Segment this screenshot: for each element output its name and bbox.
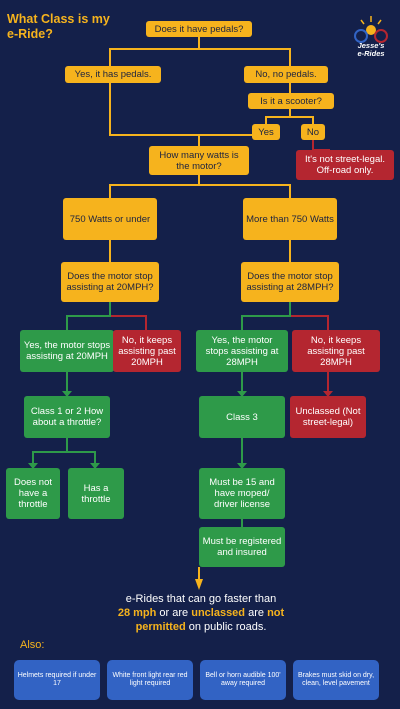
- speed-note: e-Rides that can go faster than 28 mph o…: [96, 592, 306, 634]
- connector: [265, 109, 291, 124]
- page-title: What Class is my e-Ride?: [7, 12, 110, 41]
- yes-stops-20mph: Yes, the motor stops assisting at 20MPH: [20, 330, 114, 372]
- scooter-no: No: [301, 124, 325, 140]
- watts-750-or-under: 750 Watts or under: [63, 198, 157, 240]
- note-text: on public roads.: [188, 621, 267, 633]
- note-speed: 28 mph: [117, 607, 157, 619]
- requirement-lights: White front light rear red light require…: [107, 660, 193, 700]
- connector: [109, 37, 200, 66]
- pedals-question: Does it have pedals?: [146, 21, 252, 37]
- no-throttle: Does not have a throttle: [6, 468, 60, 519]
- unclassed: Unclassed (Not street-legal): [290, 396, 366, 438]
- has-throttle: Has a throttle: [68, 468, 124, 519]
- watts-question: How many watts is the motor?: [149, 146, 249, 175]
- connector: [241, 302, 291, 330]
- connector: [67, 451, 96, 468]
- no-keeps-assisting-28mph: No, it keeps assisting past 28MPH: [292, 330, 380, 372]
- watts-more-than-750: More than 750 Watts: [243, 198, 337, 240]
- age-15-license: Must be 15 and have moped/ driver licens…: [199, 468, 285, 519]
- registered-insured: Must be registered and insured: [199, 527, 285, 567]
- assist-28mph-question: Does the motor stop assisting at 28MPH?: [241, 262, 339, 302]
- yes-stops-28mph: Yes, the motor stops assisting at 28MPH: [196, 330, 288, 372]
- requirement-helmets: Helmets required if under 17: [14, 660, 100, 700]
- assist-20mph-question: Does the motor stop assisting at 20MPH?: [61, 262, 159, 302]
- note-unclassed: unclassed: [191, 607, 246, 619]
- class-1-or-2-throttle-question: Class 1 or 2 How about a throttle?: [24, 396, 110, 438]
- also-label: Also:: [20, 639, 45, 651]
- no-keeps-assisting-20mph: No, it keeps assisting past 20MPH: [113, 330, 181, 372]
- logo-line: e-Rides: [357, 49, 385, 58]
- pedals-no: No, no pedals.: [244, 66, 328, 83]
- class-3: Class 3: [199, 396, 285, 438]
- requirement-brakes: Brakes must skid on dry, clean, level pa…: [293, 660, 379, 700]
- connector: [289, 302, 329, 330]
- note-text: or are: [159, 607, 189, 619]
- connector: [199, 184, 291, 198]
- scooter-yes: Yes: [252, 124, 280, 140]
- connector: [32, 438, 68, 468]
- logo-icon: [354, 16, 388, 43]
- logo: Jesse's e-Rides: [350, 14, 392, 62]
- requirement-bell-horn: Bell or horn audible 100' away required: [200, 660, 286, 700]
- connector: [109, 175, 200, 198]
- note-not: not: [267, 607, 285, 619]
- note-text: are: [248, 607, 264, 619]
- note-text: e-Rides that can go faster than: [125, 593, 277, 605]
- connector: [199, 48, 291, 66]
- connector: [109, 302, 147, 330]
- pedals-yes: Yes, it has pedals.: [65, 66, 161, 83]
- scooter-question: Is it a scooter?: [248, 93, 334, 109]
- connector: [290, 116, 314, 124]
- not-street-legal: It's not street-legal. Off-road only.: [296, 150, 394, 180]
- logo-line: Jesse's: [357, 41, 385, 50]
- connector: [109, 83, 199, 136]
- note-permitted: permitted: [135, 621, 186, 633]
- connector: [312, 140, 330, 151]
- connector: [66, 302, 111, 330]
